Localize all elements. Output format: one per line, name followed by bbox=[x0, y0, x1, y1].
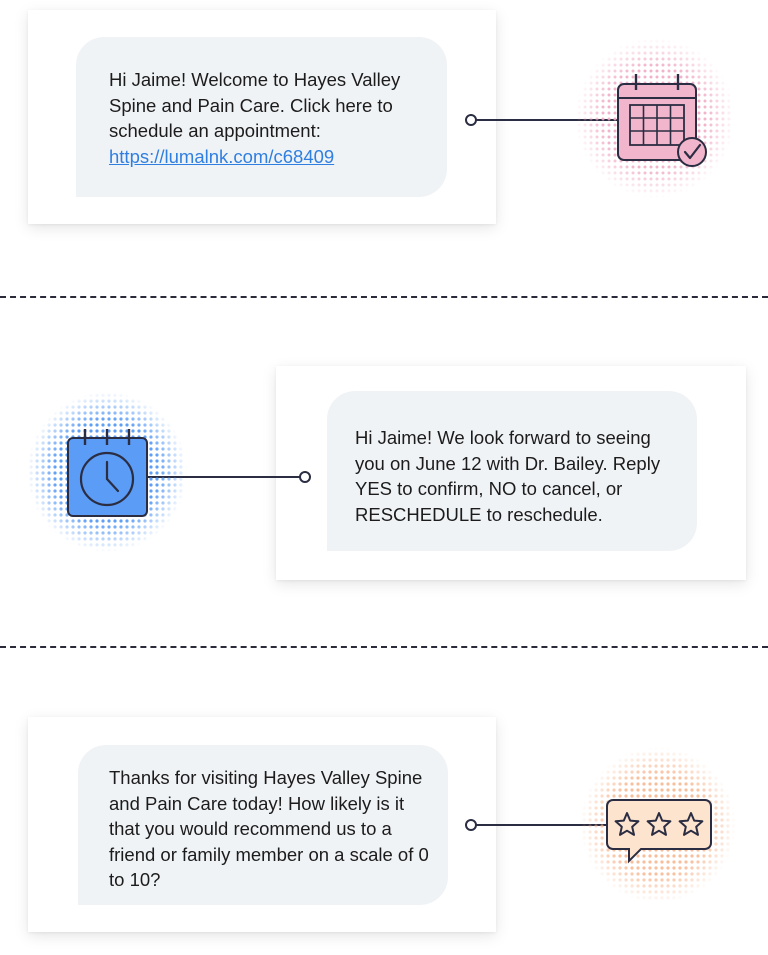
schedule-link[interactable]: https://lumalnk.com/c68409 bbox=[109, 145, 335, 167]
divider-1 bbox=[0, 296, 768, 298]
calendar-clock-icon bbox=[27, 392, 187, 552]
star-rating-icon bbox=[580, 747, 736, 903]
message-text-survey: Thanks for visiting Hayes Valley Spine a… bbox=[109, 767, 429, 890]
message-bubble-welcome bbox=[76, 37, 447, 197]
message-text-reminder: Hi Jaime! We look forward to seeing you … bbox=[355, 427, 661, 525]
message-bubble-survey bbox=[78, 745, 448, 905]
message-text-welcome: Hi Jaime! Welcome to Hayes Valley Spine … bbox=[109, 67, 429, 169]
calendar-check-icon bbox=[575, 38, 735, 198]
welcome-text: Hi Jaime! Welcome to Hayes Valley Spine … bbox=[109, 69, 401, 141]
message-bubble-reminder bbox=[327, 391, 697, 551]
divider-2 bbox=[0, 646, 768, 648]
